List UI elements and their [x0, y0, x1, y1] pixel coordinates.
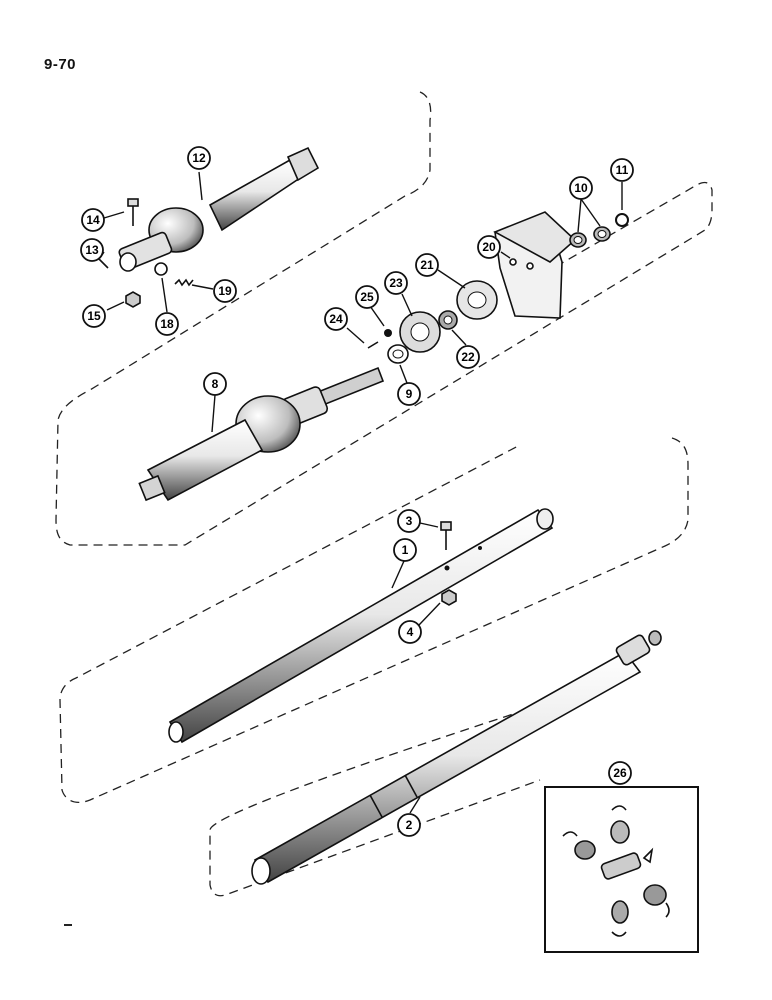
callout-23: 23 — [384, 271, 408, 295]
lower-shaft-assembly — [138, 366, 385, 502]
svg-text:19: 19 — [218, 284, 232, 298]
svg-text:13: 13 — [85, 243, 99, 257]
svg-text:23: 23 — [389, 276, 403, 290]
svg-text:20: 20 — [482, 240, 496, 254]
nut-4 — [441, 589, 457, 606]
svg-text:25: 25 — [360, 290, 374, 304]
callout-1: 1 — [393, 538, 417, 562]
callout-4: 4 — [398, 620, 422, 644]
svg-text:1: 1 — [402, 543, 409, 557]
u-joint-kit-26 — [544, 786, 699, 953]
svg-text:14: 14 — [86, 213, 100, 227]
svg-text:15: 15 — [87, 309, 101, 323]
svg-text:26: 26 — [613, 766, 627, 780]
screw-24 — [367, 341, 379, 349]
callout-18: 18 — [155, 312, 179, 336]
svg-text:4: 4 — [407, 625, 414, 639]
callout-11: 11 — [610, 158, 634, 182]
svg-text:10: 10 — [574, 181, 588, 195]
flange-21 — [456, 280, 498, 320]
spring-19 — [174, 278, 194, 287]
callout-8: 8 — [203, 372, 227, 396]
callout-2: 2 — [397, 813, 421, 837]
svg-text:12: 12 — [192, 151, 206, 165]
upper-group-outline — [55, 91, 713, 546]
svg-text:8: 8 — [212, 377, 219, 391]
callout-24: 24 — [324, 307, 348, 331]
callout-22: 22 — [456, 345, 480, 369]
footer-mark — [64, 924, 72, 926]
callout-9: 9 — [397, 382, 421, 406]
callout-15: 15 — [82, 304, 106, 328]
callout-26: 26 — [608, 761, 632, 785]
steering-tube-1 — [168, 508, 554, 744]
svg-text:3: 3 — [406, 514, 413, 528]
callout-10: 10 — [569, 176, 593, 200]
pin-13 — [97, 257, 109, 269]
svg-text:24: 24 — [329, 312, 343, 326]
ball-25 — [384, 329, 392, 337]
bolt-3 — [440, 521, 452, 550]
middle-group-outline — [59, 437, 689, 804]
bearing-10 — [569, 226, 611, 248]
flange-23 — [399, 311, 441, 353]
callout-25: 25 — [355, 285, 379, 309]
callout-3: 3 — [397, 509, 421, 533]
svg-text:11: 11 — [616, 163, 629, 177]
upper-shaft-assembly — [118, 146, 320, 276]
mounting-plate-20 — [493, 211, 577, 319]
svg-text:21: 21 — [420, 258, 434, 272]
bearing-22 — [438, 310, 458, 330]
callout-12: 12 — [187, 146, 211, 170]
callout-19: 19 — [213, 279, 237, 303]
leader-lines — [99, 171, 623, 814]
bolt-14 — [127, 198, 139, 226]
callout-20: 20 — [477, 235, 501, 259]
snap-ring-11 — [615, 213, 629, 227]
page-number: 9-70 — [44, 56, 77, 73]
callout-13: 13 — [80, 238, 104, 262]
intermediate-shaft-2 — [251, 630, 662, 885]
ring-9 — [387, 344, 409, 364]
svg-text:2: 2 — [406, 818, 413, 832]
callout-21: 21 — [415, 253, 439, 277]
svg-text:22: 22 — [461, 350, 475, 364]
callout-14: 14 — [81, 208, 105, 232]
svg-text:18: 18 — [160, 317, 174, 331]
svg-text:9: 9 — [406, 387, 413, 401]
lower-group-outline — [209, 704, 541, 897]
nut-15 — [125, 291, 141, 308]
